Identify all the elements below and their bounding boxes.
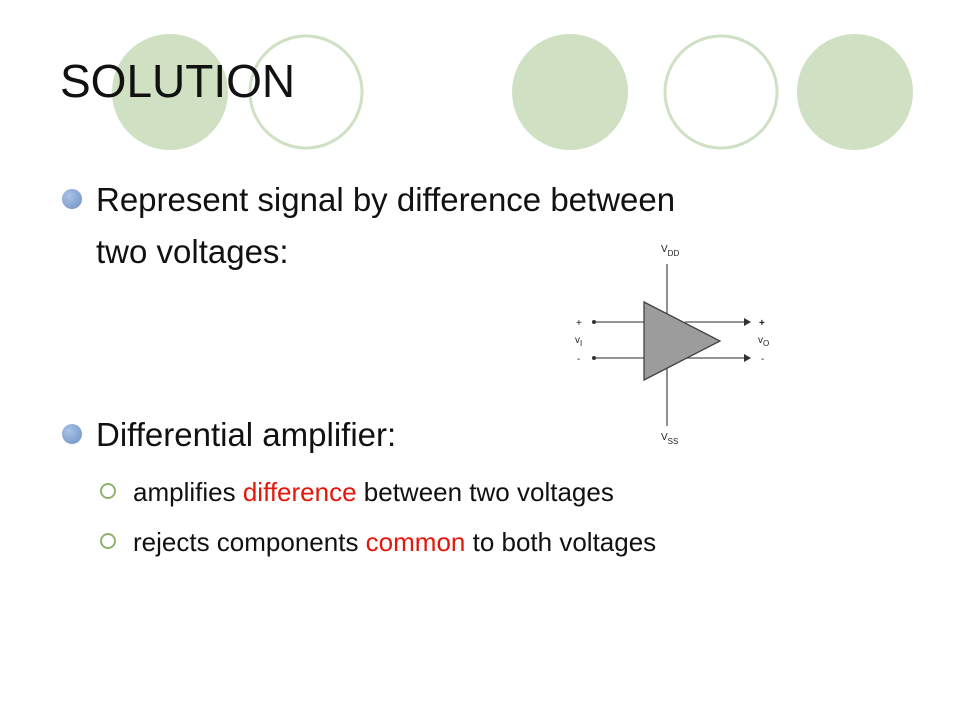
output-plus-arrow [744, 318, 751, 326]
sub-bullet-part: between two voltages [356, 477, 614, 507]
bullet-dot [62, 424, 82, 444]
sub-bullet-text: rejects components common to both voltag… [133, 526, 656, 558]
input-minus-sign: - [577, 354, 580, 365]
decor-circle-outline [663, 34, 779, 150]
input-plus-sign: + [576, 318, 582, 329]
vo-label: vO [758, 335, 769, 348]
decor-circle-outline [248, 34, 364, 150]
decor-circle-filled [112, 34, 228, 150]
output-minus-sign: - [761, 354, 764, 365]
diff-amp-diagram: VDD VSS + vI - + vO - [575, 244, 769, 446]
vss-label: VSS [661, 432, 678, 446]
slide-title: SOLUTION [60, 55, 296, 107]
output-minus-arrow [744, 354, 751, 362]
sub-bullet-marker [100, 483, 116, 499]
bullet-text: Differential amplifier: [96, 416, 397, 453]
output-plus-sign: + [759, 318, 765, 329]
terminal-dot [592, 320, 596, 324]
sub-bullet-part: amplifies [133, 477, 243, 507]
vi-label: vI [575, 335, 582, 348]
highlight-word: difference [242, 477, 357, 507]
sub-bullet-text: amplifies difference between two voltage… [133, 476, 614, 508]
vdd-label: VDD [661, 244, 679, 258]
sub-bullet-part: to both voltages [465, 527, 657, 557]
bullet-text-line: two voltages: [96, 233, 289, 270]
decor-circle-filled [512, 34, 628, 150]
decor-circle-filled [797, 34, 913, 150]
terminal-dot [592, 356, 596, 360]
amplifier-triangle [643, 300, 722, 382]
decorative-circles [112, 34, 913, 150]
bullet-dot [62, 189, 82, 209]
sub-bullet-marker [100, 533, 116, 549]
bullet-text-line: Represent signal by difference between [96, 181, 676, 218]
sub-bullet-part: rejects components [133, 527, 366, 557]
highlight-word: common [365, 527, 466, 557]
